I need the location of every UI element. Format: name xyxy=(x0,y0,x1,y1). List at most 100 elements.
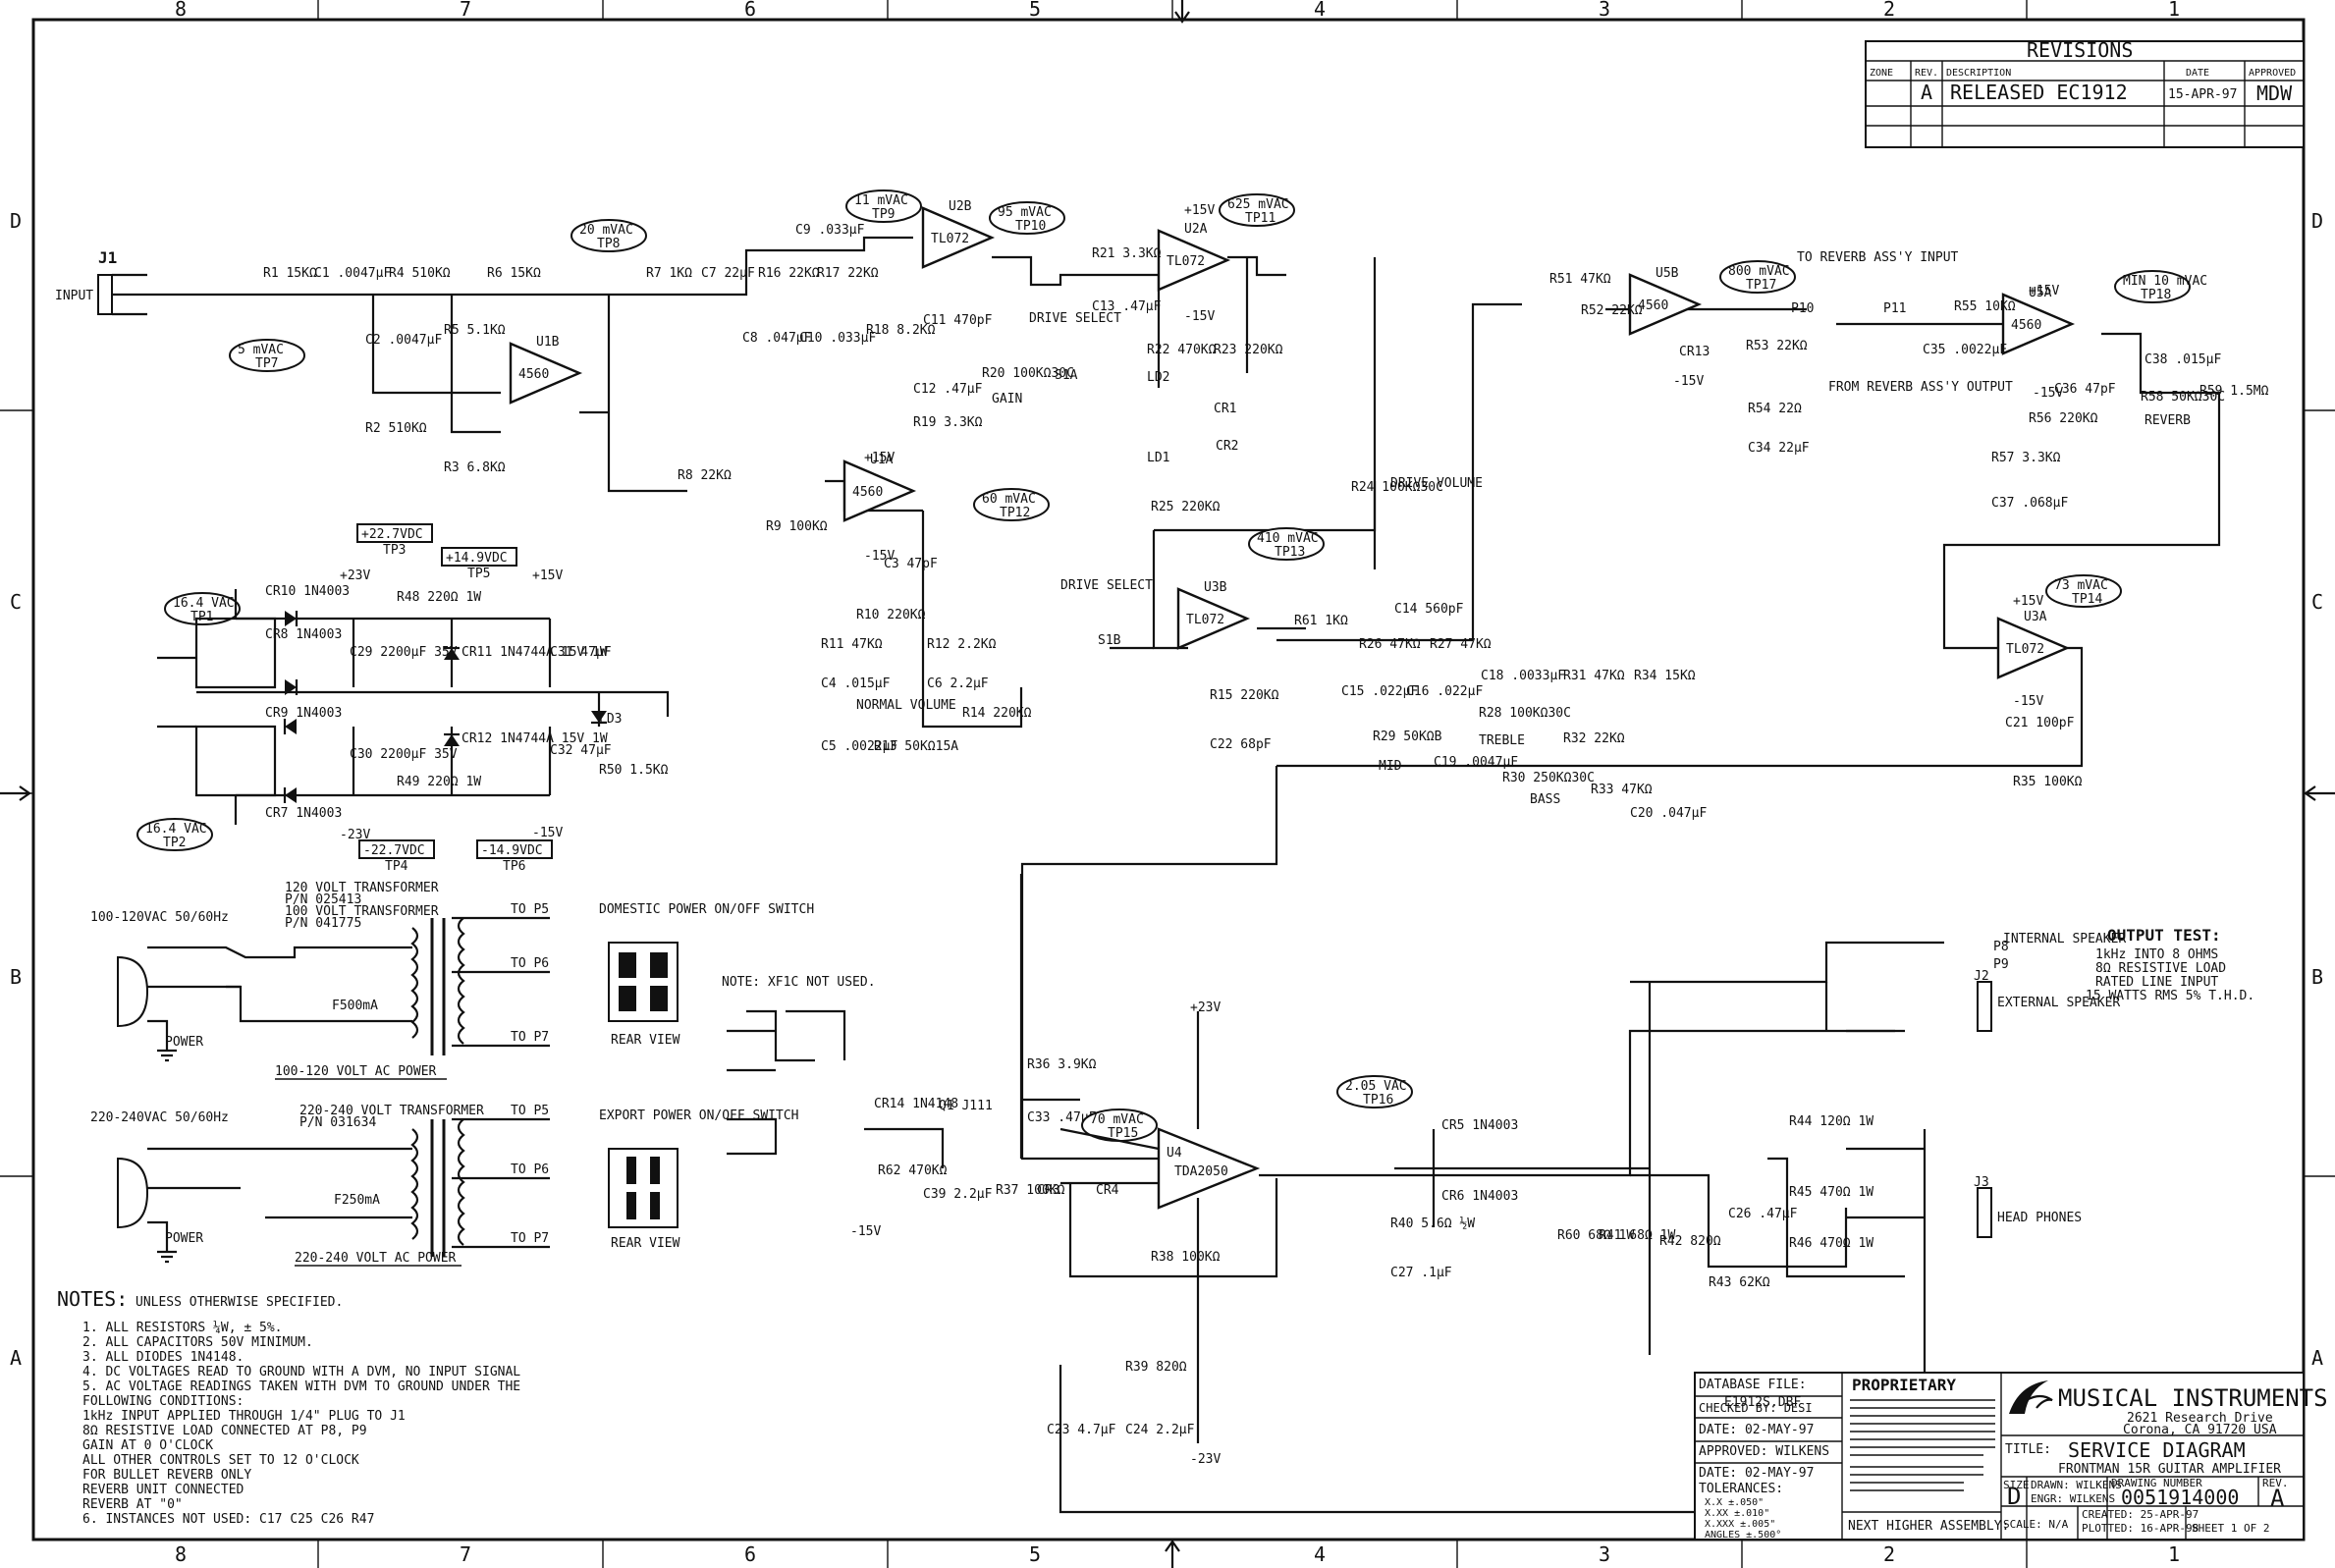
component-label: R53 22KΩ xyxy=(1746,339,1808,353)
component-r34: R34 15KΩ xyxy=(1634,669,1696,683)
rev-row-date: 15-APR-97 xyxy=(2168,87,2237,102)
rail-label: -23V xyxy=(1190,1452,1221,1467)
tda-label: TDA2050 xyxy=(1174,1164,1228,1179)
component-label: R33 47KΩ xyxy=(1591,783,1653,797)
zone-row-right-label: D xyxy=(2311,209,2323,233)
component-label: C31 47µF xyxy=(550,645,612,660)
rail-label: +15V xyxy=(1184,203,1215,218)
component-label: R32 22KΩ xyxy=(1563,731,1625,746)
opamp-ref: U3A xyxy=(2024,610,2047,624)
rev-header-rev: REV. xyxy=(1915,68,1938,79)
component-label: C5 .0022µF xyxy=(821,739,897,754)
component-r31: R31 47KΩ xyxy=(1563,669,1625,683)
notes-block: NOTES: UNLESS OTHERWISE SPECIFIED. 1. AL… xyxy=(57,1287,520,1527)
component-label: C3 47pF xyxy=(884,557,938,571)
test-point-value: MIN 10 mVAC xyxy=(2123,274,2207,289)
component-label: R49 220Ω 1W xyxy=(397,775,481,789)
component-r36: R36 3.9KΩ xyxy=(1027,1057,1097,1072)
opamp-ref: U2B xyxy=(949,199,972,214)
checked-by: CHECKED BY: DESI xyxy=(1699,1401,1813,1415)
component-label: C34 22µF xyxy=(1748,441,1810,456)
component-label: R2 510KΩ xyxy=(365,421,427,436)
dc-point-value: +14.9VDC xyxy=(446,551,508,566)
tol-row-3: X.XXX ±.005" xyxy=(1705,1519,1775,1530)
dc-point-id: TP6 xyxy=(503,859,525,874)
component-c33: C33 .47µF xyxy=(1027,1110,1097,1125)
component-r30: R30 250KΩ30C xyxy=(1502,771,1595,785)
fuse120-label: F500mA xyxy=(332,999,378,1013)
rail-label: +23V xyxy=(1190,1000,1221,1015)
xfmr120-a: 120 VOLT TRANSFORMER xyxy=(285,881,439,895)
rev-header-date: DATE xyxy=(2186,68,2209,79)
proprietary-fine-print xyxy=(1850,1399,1995,1491)
component-cr4: CR4 xyxy=(1096,1183,1119,1198)
j1-label: J1 xyxy=(98,248,117,267)
component-label: R37 100KΩ xyxy=(996,1183,1065,1198)
component-c11: C11 470pF xyxy=(923,313,993,328)
component-c6: C6 2.2µF xyxy=(927,676,989,691)
component-label: C32 47µF xyxy=(550,743,612,758)
fuse240-label: F250mA xyxy=(334,1193,380,1208)
notes-heading-sub: UNLESS OTHERWISE SPECIFIED. xyxy=(136,1295,343,1310)
v120-input-label: 100-120VAC 50/60Hz xyxy=(90,910,229,925)
component-c8: C8 .047µF xyxy=(742,331,812,346)
component-c14: C14 560pF xyxy=(1394,602,1464,617)
component-label: LD1 xyxy=(1147,451,1169,465)
v120-section-title: 100-120 VOLT AC POWER xyxy=(275,1064,437,1079)
address-line-2: Corona, CA 91720 USA xyxy=(2123,1423,2277,1437)
rev-value: A xyxy=(2270,1485,2285,1512)
component-r21: R21 3.3KΩ xyxy=(1092,246,1162,261)
component-label: R48 220Ω 1W xyxy=(397,590,481,605)
note-line: GAIN AT 0 O'CLOCK xyxy=(82,1438,213,1453)
opamp-ref: U3B xyxy=(1204,580,1227,595)
component-c26: C26 .47µF xyxy=(1728,1207,1798,1221)
component-label: CR5 1N4003 xyxy=(1441,1118,1518,1133)
opamp-part: 4560 xyxy=(2011,318,2041,333)
rail-label: -15V xyxy=(864,549,895,564)
p8-label: P8 xyxy=(1993,940,2009,954)
drive-select-label-1: DRIVE SELECT xyxy=(1029,311,1121,326)
component-label: R56 220KΩ xyxy=(2029,411,2098,426)
component-label: R27 47KΩ xyxy=(1430,637,1492,652)
component-label: R59 1.5MΩ xyxy=(2199,384,2269,399)
component-label: R36 3.9KΩ xyxy=(1027,1057,1097,1072)
date-1: DATE: 02-MAY-97 xyxy=(1699,1423,1814,1437)
test-point-value: 410 mVAC xyxy=(1257,531,1319,546)
component-label: R4 510KΩ xyxy=(389,266,451,281)
dc-point-id: TP5 xyxy=(467,567,490,581)
test-point-id: TP17 xyxy=(1746,278,1776,293)
tol-row-2: X.XX ±.010" xyxy=(1705,1508,1769,1519)
dc-point-id: TP4 xyxy=(385,859,408,874)
component-r5: R5 5.1KΩ xyxy=(444,323,506,338)
component-c24: C24 2.2µF xyxy=(1125,1423,1195,1437)
component-r23: R23 220KΩ xyxy=(1214,343,1283,357)
domestic-rear-view: REAR VIEW xyxy=(611,1033,680,1048)
component-cr8: CR8 1N4003 xyxy=(265,627,342,642)
component-c30: C30 2200µF 35V xyxy=(350,747,458,762)
component-label: R7 1KΩ xyxy=(646,266,692,281)
component-c38: C38 .015µF xyxy=(2145,352,2221,367)
component-r57: R57 3.3KΩ xyxy=(1991,451,2061,465)
note-line: 4. DC VOLTAGES READ TO GROUND WITH A DVM… xyxy=(82,1365,520,1379)
component-label: R35 100KΩ xyxy=(2013,775,2083,789)
opamp-layer: U1B4560U2BTL072U1A4560U2ATL072U3BTL072U5… xyxy=(509,199,2076,679)
zone-row-right-label: B xyxy=(2311,965,2323,989)
normal-volume-label: NORMAL VOLUME xyxy=(856,698,956,713)
zone-row-right-label: C xyxy=(2311,590,2323,614)
component-label: R13 50KΩ15A xyxy=(874,739,958,754)
tolerances-label: TOLERANCES: xyxy=(1699,1482,1783,1496)
component-label: CR13 xyxy=(1679,345,1710,359)
component-r10: R10 220KΩ xyxy=(856,608,926,622)
power-supply-section xyxy=(157,589,670,825)
component-r49: R49 220Ω 1W xyxy=(397,775,481,789)
zone-col-bottom-label: 3 xyxy=(1599,1542,1610,1566)
component-c32: C32 47µF xyxy=(550,743,612,758)
component-label: R38 100KΩ xyxy=(1151,1250,1221,1265)
note-line: 2. ALL CAPACITORS 50V MINIMUM. xyxy=(82,1335,313,1350)
component-r8: R8 22KΩ xyxy=(678,468,732,483)
output-test-line-1: 1kHz INTO 8 OHMS xyxy=(2095,947,2218,962)
component-label: R50 1.5KΩ xyxy=(599,763,669,778)
